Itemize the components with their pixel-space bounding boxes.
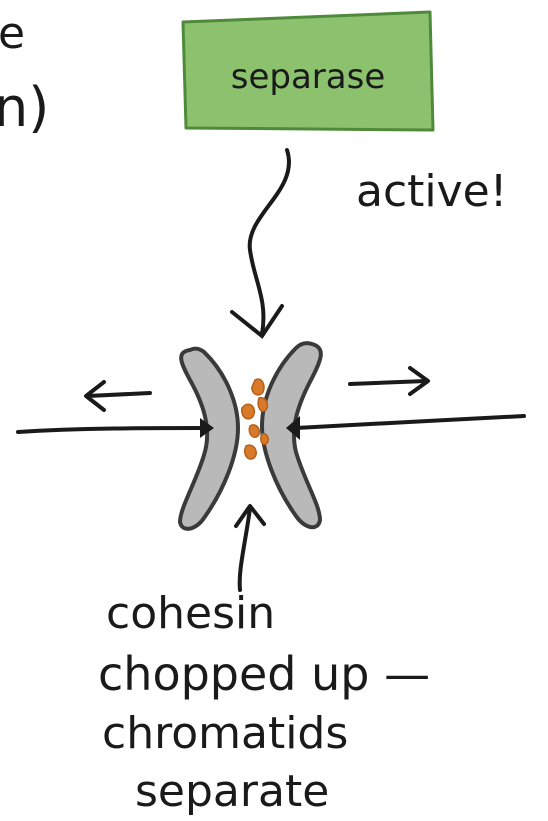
caption-line-3: chromatids [102,708,348,759]
left-chromatid [180,349,238,529]
cohesin-fragment [249,425,259,437]
cohesin-fragment [258,398,267,412]
caption-line-1: cohesin [106,588,275,639]
left-pull-arrow [86,382,150,410]
cut-off-text-mid: n) [0,76,49,139]
separase-box: separase [183,12,433,130]
right-chromatid [262,343,321,527]
separase-label: separase [231,57,386,97]
right-spindle-fiber [296,416,524,428]
cohesin-fragment [261,434,269,445]
caption: cohesin chopped up — chromatids separate [98,588,430,817]
caption-line-2: chopped up — [98,647,430,701]
right-pull-arrow [350,368,428,394]
cut-off-text-top: e [0,8,25,59]
cohesin-fragment [242,404,255,419]
cohesin-fragment [252,379,264,395]
active-label: active! [356,166,507,217]
cohesin-pointer-arrow [236,506,264,590]
separase-arrow [232,150,289,336]
left-spindle-fiber [18,428,204,432]
cohesin-fragment [245,445,257,459]
caption-line-4: separate [135,766,329,817]
